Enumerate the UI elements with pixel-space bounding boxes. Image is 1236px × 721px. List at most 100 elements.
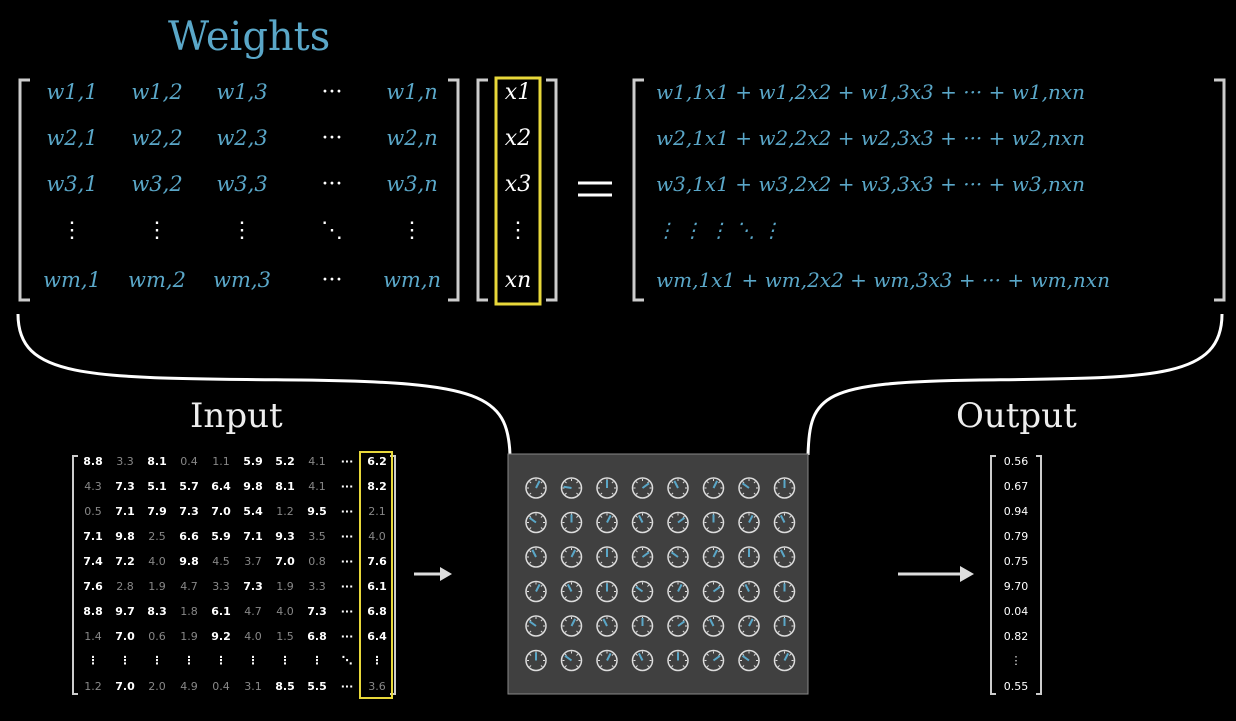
input-cell: 2.0 [148,680,166,693]
input-cell: 5.9 [243,455,263,468]
input-cell: 9.5 [307,505,327,518]
input-cell: 3.6 [368,680,386,693]
dial-icon [560,511,583,534]
input-cell: 9.8 [179,555,199,568]
weight-cell: ⋮ [401,218,423,243]
dial-icon [560,546,583,568]
left-brace-curve [16,313,512,456]
dial-icon [596,615,618,637]
dial-grid [525,477,796,672]
input-cell: 4.5 [212,555,230,568]
input-cell: ··· [340,555,354,568]
input-cell: 7.4 [83,555,103,568]
input-cell: 7.1 [243,530,263,543]
dial-icon [631,615,654,637]
input-cell: 3.3 [116,455,134,468]
dial-icon [667,580,689,603]
equals-sign [578,181,612,197]
input-cell: 1.5 [276,630,294,643]
input-cell: 5.4 [243,505,263,518]
dial-icon [738,580,760,603]
dial-icon [560,615,583,637]
dial-icon [631,649,654,672]
dial-icon [596,649,618,672]
input-cell: 0.6 [148,630,166,643]
x-vector-cell: x3 [504,172,532,197]
dial-icon [702,511,725,534]
input-cell: 5.9 [211,530,231,543]
input-cell: 9.2 [211,630,231,643]
input-cell: 7.0 [275,555,295,568]
input-cell: 7.0 [115,630,135,643]
dial-icon [596,580,618,603]
input-cell: ··· [340,630,354,643]
dial-icon [667,615,689,637]
input-cell: ⋮ [87,654,99,667]
input-cell: 7.9 [147,505,167,518]
input-cell: 1.9 [276,580,294,593]
weight-cell: ··· [321,172,343,197]
output-cell: 0.94 [1003,505,1029,518]
dial-icon [667,477,689,499]
weight-cell: w2,2 [131,126,183,150]
input-cell: 8.5 [275,680,295,693]
dial-icon [738,649,760,672]
result-left-bracket [632,78,644,302]
input-cell: 7.0 [211,505,231,518]
weight-cell: w3,1 [46,172,98,196]
output-arrow [898,566,974,582]
input-cell: ⋮ [311,654,323,667]
input-cell: 6.4 [367,630,387,643]
input-cell: 9.7 [115,605,135,618]
dial-icon [525,649,547,672]
network-box [507,453,809,695]
dial-icon [560,477,583,499]
input-cell: ··· [340,530,354,543]
input-cell: 7.6 [83,580,103,593]
input-cell: 7.3 [307,605,327,618]
dial-icon [702,477,725,499]
dial-icon [596,546,618,568]
input-cell: 8.8 [83,455,103,468]
x-vector-cell: ⋮ [507,218,529,243]
input-cell: ··· [340,480,354,493]
input-cell: 5.5 [307,680,327,693]
input-cell: 8.8 [83,605,103,618]
weights-right-bracket [448,78,460,302]
input-cell: 7.3 [115,480,135,493]
dial-icon [773,580,796,603]
input-cell: 3.5 [308,530,326,543]
output-cell: 0.56 [1003,455,1029,468]
x-vector-cell: x2 [504,126,532,151]
input-label: Input [190,396,283,436]
dial-icon [702,546,725,568]
weight-cell: w1,n [386,80,438,104]
result-row: w3,1x1 + w3,2x2 + w3,3x3 + ··· + w3,nxn [656,172,1085,196]
output-cell: 0.55 [1003,680,1029,693]
result-row: w2,1x1 + w2,2x2 + w2,3x3 + ··· + w2,nxn [656,126,1085,150]
input-highlight-box [359,451,393,699]
weight-cell: wm,n [382,268,442,292]
dial-icon [667,649,689,672]
input-cell: 4.7 [180,580,198,593]
input-cell: 1.1 [212,455,230,468]
input-cell: 3.7 [244,555,262,568]
weight-cell: ⋮ [61,218,83,243]
dial-icon [525,477,547,499]
x-left-bracket [476,78,488,302]
dial-icon [667,546,689,568]
x-vector-cell: xn [504,268,532,293]
input-cell: 1.4 [84,630,102,643]
input-cell: ⋮ [279,654,291,667]
result-row: wm,1x1 + wm,2x2 + wm,3x3 + ··· + wm,nxn [656,268,1110,292]
dial-icon [631,546,654,568]
x-highlight-box [494,76,542,306]
input-cell: 1.9 [148,580,166,593]
input-cell: 6.6 [179,530,199,543]
weight-cell: w3,2 [131,172,183,196]
dial-icon [773,477,796,499]
weight-cell: ⋱ [321,218,343,243]
input-cell: ⋮ [151,654,163,667]
dial-icon [702,649,725,672]
input-cell: ⋮ [215,654,227,667]
